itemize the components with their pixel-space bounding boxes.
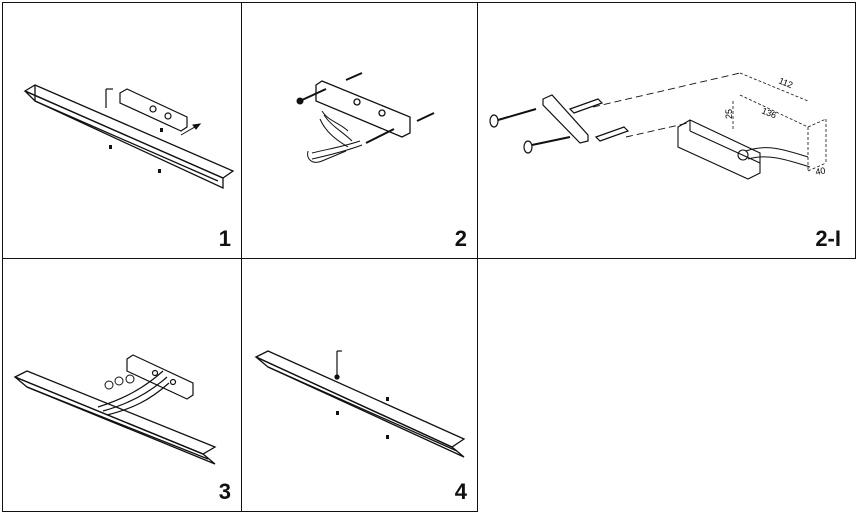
step-2-illustration xyxy=(296,72,435,163)
dimension-depth: 40 xyxy=(815,165,827,177)
screw-points xyxy=(109,128,163,173)
mounting-bracket xyxy=(105,88,188,132)
dimension-box xyxy=(732,72,827,172)
step-2-panel: 2 xyxy=(241,2,478,259)
step-number: 2-I xyxy=(815,226,841,251)
light-bar xyxy=(254,350,466,458)
mounting-bracket xyxy=(315,80,411,138)
dimension-height: 25 xyxy=(724,109,734,119)
light-bar xyxy=(23,84,235,190)
wires xyxy=(311,110,363,160)
step-2-i-illustration: 112 136 25 40 xyxy=(489,72,827,180)
connector-icon xyxy=(104,374,135,390)
wall-box xyxy=(677,119,761,180)
step-1-panel: 1 xyxy=(2,2,242,259)
step-4-illustration xyxy=(254,350,466,458)
hand-icon xyxy=(307,150,347,163)
step-number: 1 xyxy=(218,226,231,251)
step-3-illustration xyxy=(13,354,217,465)
step-2-i-panel: 112 136 25 40 2-I xyxy=(477,2,856,259)
step-3-panel: 3 xyxy=(2,258,242,512)
screw-icon xyxy=(296,72,435,144)
mounting-bracket xyxy=(126,354,194,400)
wall-plug-icon xyxy=(568,98,630,142)
screw-icon xyxy=(334,350,342,380)
arrow-icon xyxy=(180,123,202,136)
step-4-panel: 4 xyxy=(241,258,478,512)
dimension-length: 112 xyxy=(777,76,794,91)
cable xyxy=(745,147,811,168)
dimension-inner-length: 136 xyxy=(760,106,778,121)
step-number: 4 xyxy=(454,479,467,504)
step-number: 2 xyxy=(454,226,467,251)
step-number: 3 xyxy=(218,479,231,504)
light-bar xyxy=(13,370,217,465)
wires xyxy=(97,370,170,416)
mounting-plate xyxy=(542,94,589,144)
dashed-guide-lines xyxy=(592,72,741,138)
screw-icon xyxy=(489,108,571,154)
step-1-illustration xyxy=(23,84,235,190)
screw-points xyxy=(336,397,389,439)
